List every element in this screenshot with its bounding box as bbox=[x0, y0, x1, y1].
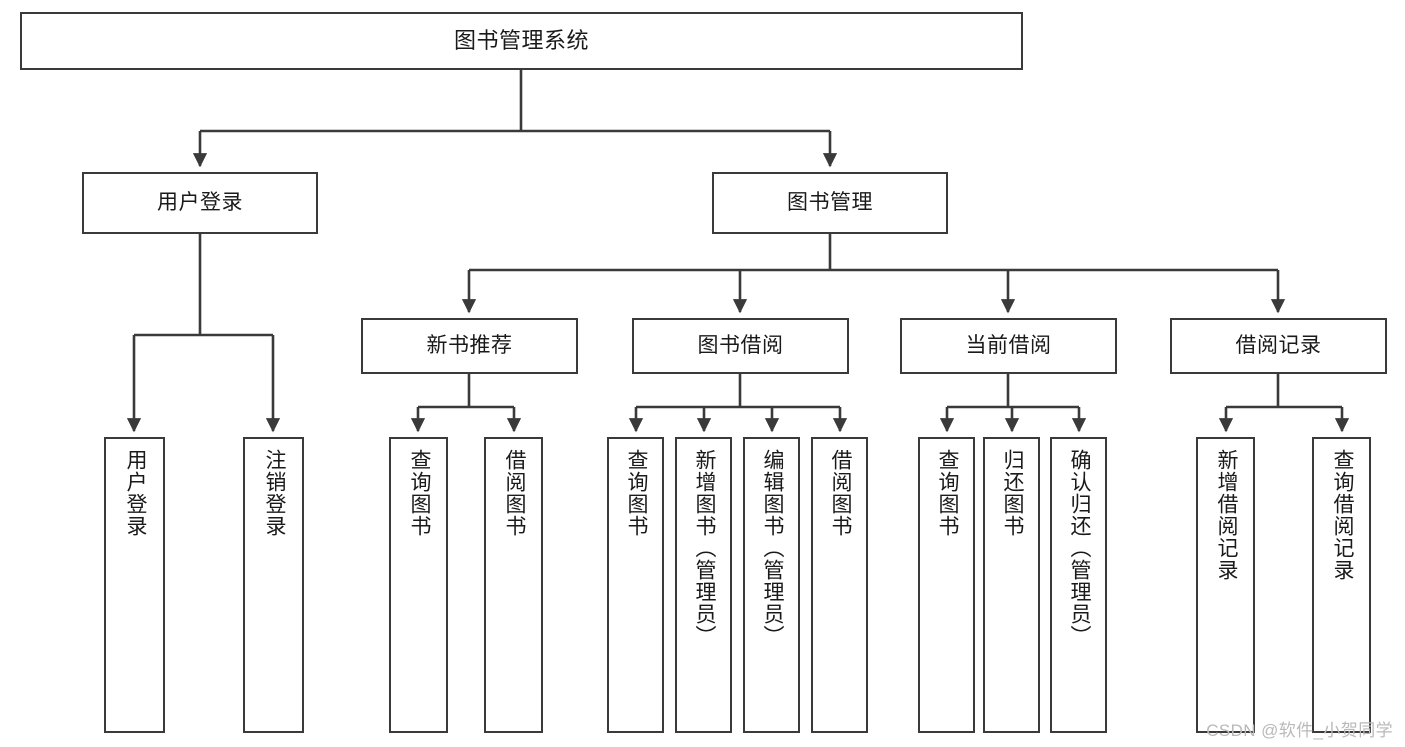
node-label: 查询图书 bbox=[935, 449, 959, 537]
node-label: 新增图书（管理员） bbox=[692, 449, 716, 647]
node-current-borrow[interactable]: 当前借阅 bbox=[900, 318, 1117, 374]
node-book-borrow[interactable]: 图书借阅 bbox=[632, 318, 849, 374]
node-label: 归还图书 bbox=[1000, 449, 1024, 537]
node-label: 确认归还（管理员） bbox=[1067, 449, 1091, 647]
leaf-user-logout[interactable]: 注销登录 bbox=[243, 437, 304, 733]
node-label: 借阅图书 bbox=[502, 449, 526, 537]
node-label: 用户登录 bbox=[123, 449, 147, 537]
node-label: 新增借阅记录 bbox=[1214, 449, 1238, 581]
node-new-book-recommend[interactable]: 新书推荐 bbox=[361, 318, 578, 374]
leaf-query-book-borrow[interactable]: 查询图书 bbox=[607, 437, 664, 733]
node-label: 借阅图书 bbox=[828, 449, 852, 537]
node-label: 用户登录 bbox=[157, 191, 243, 215]
leaf-borrow-book-recommend[interactable]: 借阅图书 bbox=[484, 437, 543, 733]
leaf-query-book-recommend[interactable]: 查询图书 bbox=[389, 437, 448, 733]
node-label: 新书推荐 bbox=[426, 334, 513, 358]
node-label: 借阅记录 bbox=[1235, 334, 1322, 358]
leaf-confirm-return-admin[interactable]: 确认归还（管理员） bbox=[1050, 437, 1107, 733]
node-label: 查询图书 bbox=[624, 449, 648, 537]
leaf-add-book-admin[interactable]: 新增图书（管理员） bbox=[675, 437, 732, 733]
node-label: 查询借阅记录 bbox=[1330, 449, 1354, 581]
node-label: 注销登录 bbox=[262, 449, 286, 537]
leaf-query-borrow-record[interactable]: 查询借阅记录 bbox=[1312, 437, 1371, 733]
node-label: 图书借阅 bbox=[697, 334, 784, 358]
node-label: 编辑图书（管理员） bbox=[760, 449, 784, 647]
node-borrow-record[interactable]: 借阅记录 bbox=[1170, 318, 1387, 374]
leaf-query-book-current[interactable]: 查询图书 bbox=[918, 437, 975, 733]
node-label: 图书管理 bbox=[787, 191, 873, 215]
leaf-user-login[interactable]: 用户登录 bbox=[104, 437, 165, 733]
leaf-return-book[interactable]: 归还图书 bbox=[983, 437, 1040, 733]
node-label: 查询图书 bbox=[407, 449, 431, 537]
node-root-system[interactable]: 图书管理系统 bbox=[20, 12, 1023, 70]
node-book-management[interactable]: 图书管理 bbox=[712, 172, 948, 234]
csdn-watermark: CSDN @软件_小贺同学 bbox=[1206, 721, 1393, 740]
node-user-login[interactable]: 用户登录 bbox=[82, 172, 318, 234]
leaf-edit-book-admin[interactable]: 编辑图书（管理员） bbox=[743, 437, 800, 733]
leaf-add-borrow-record[interactable]: 新增借阅记录 bbox=[1196, 437, 1255, 733]
node-label: 当前借阅 bbox=[965, 334, 1052, 358]
node-label: 图书管理系统 bbox=[453, 27, 589, 53]
leaf-borrow-book[interactable]: 借阅图书 bbox=[811, 437, 868, 733]
